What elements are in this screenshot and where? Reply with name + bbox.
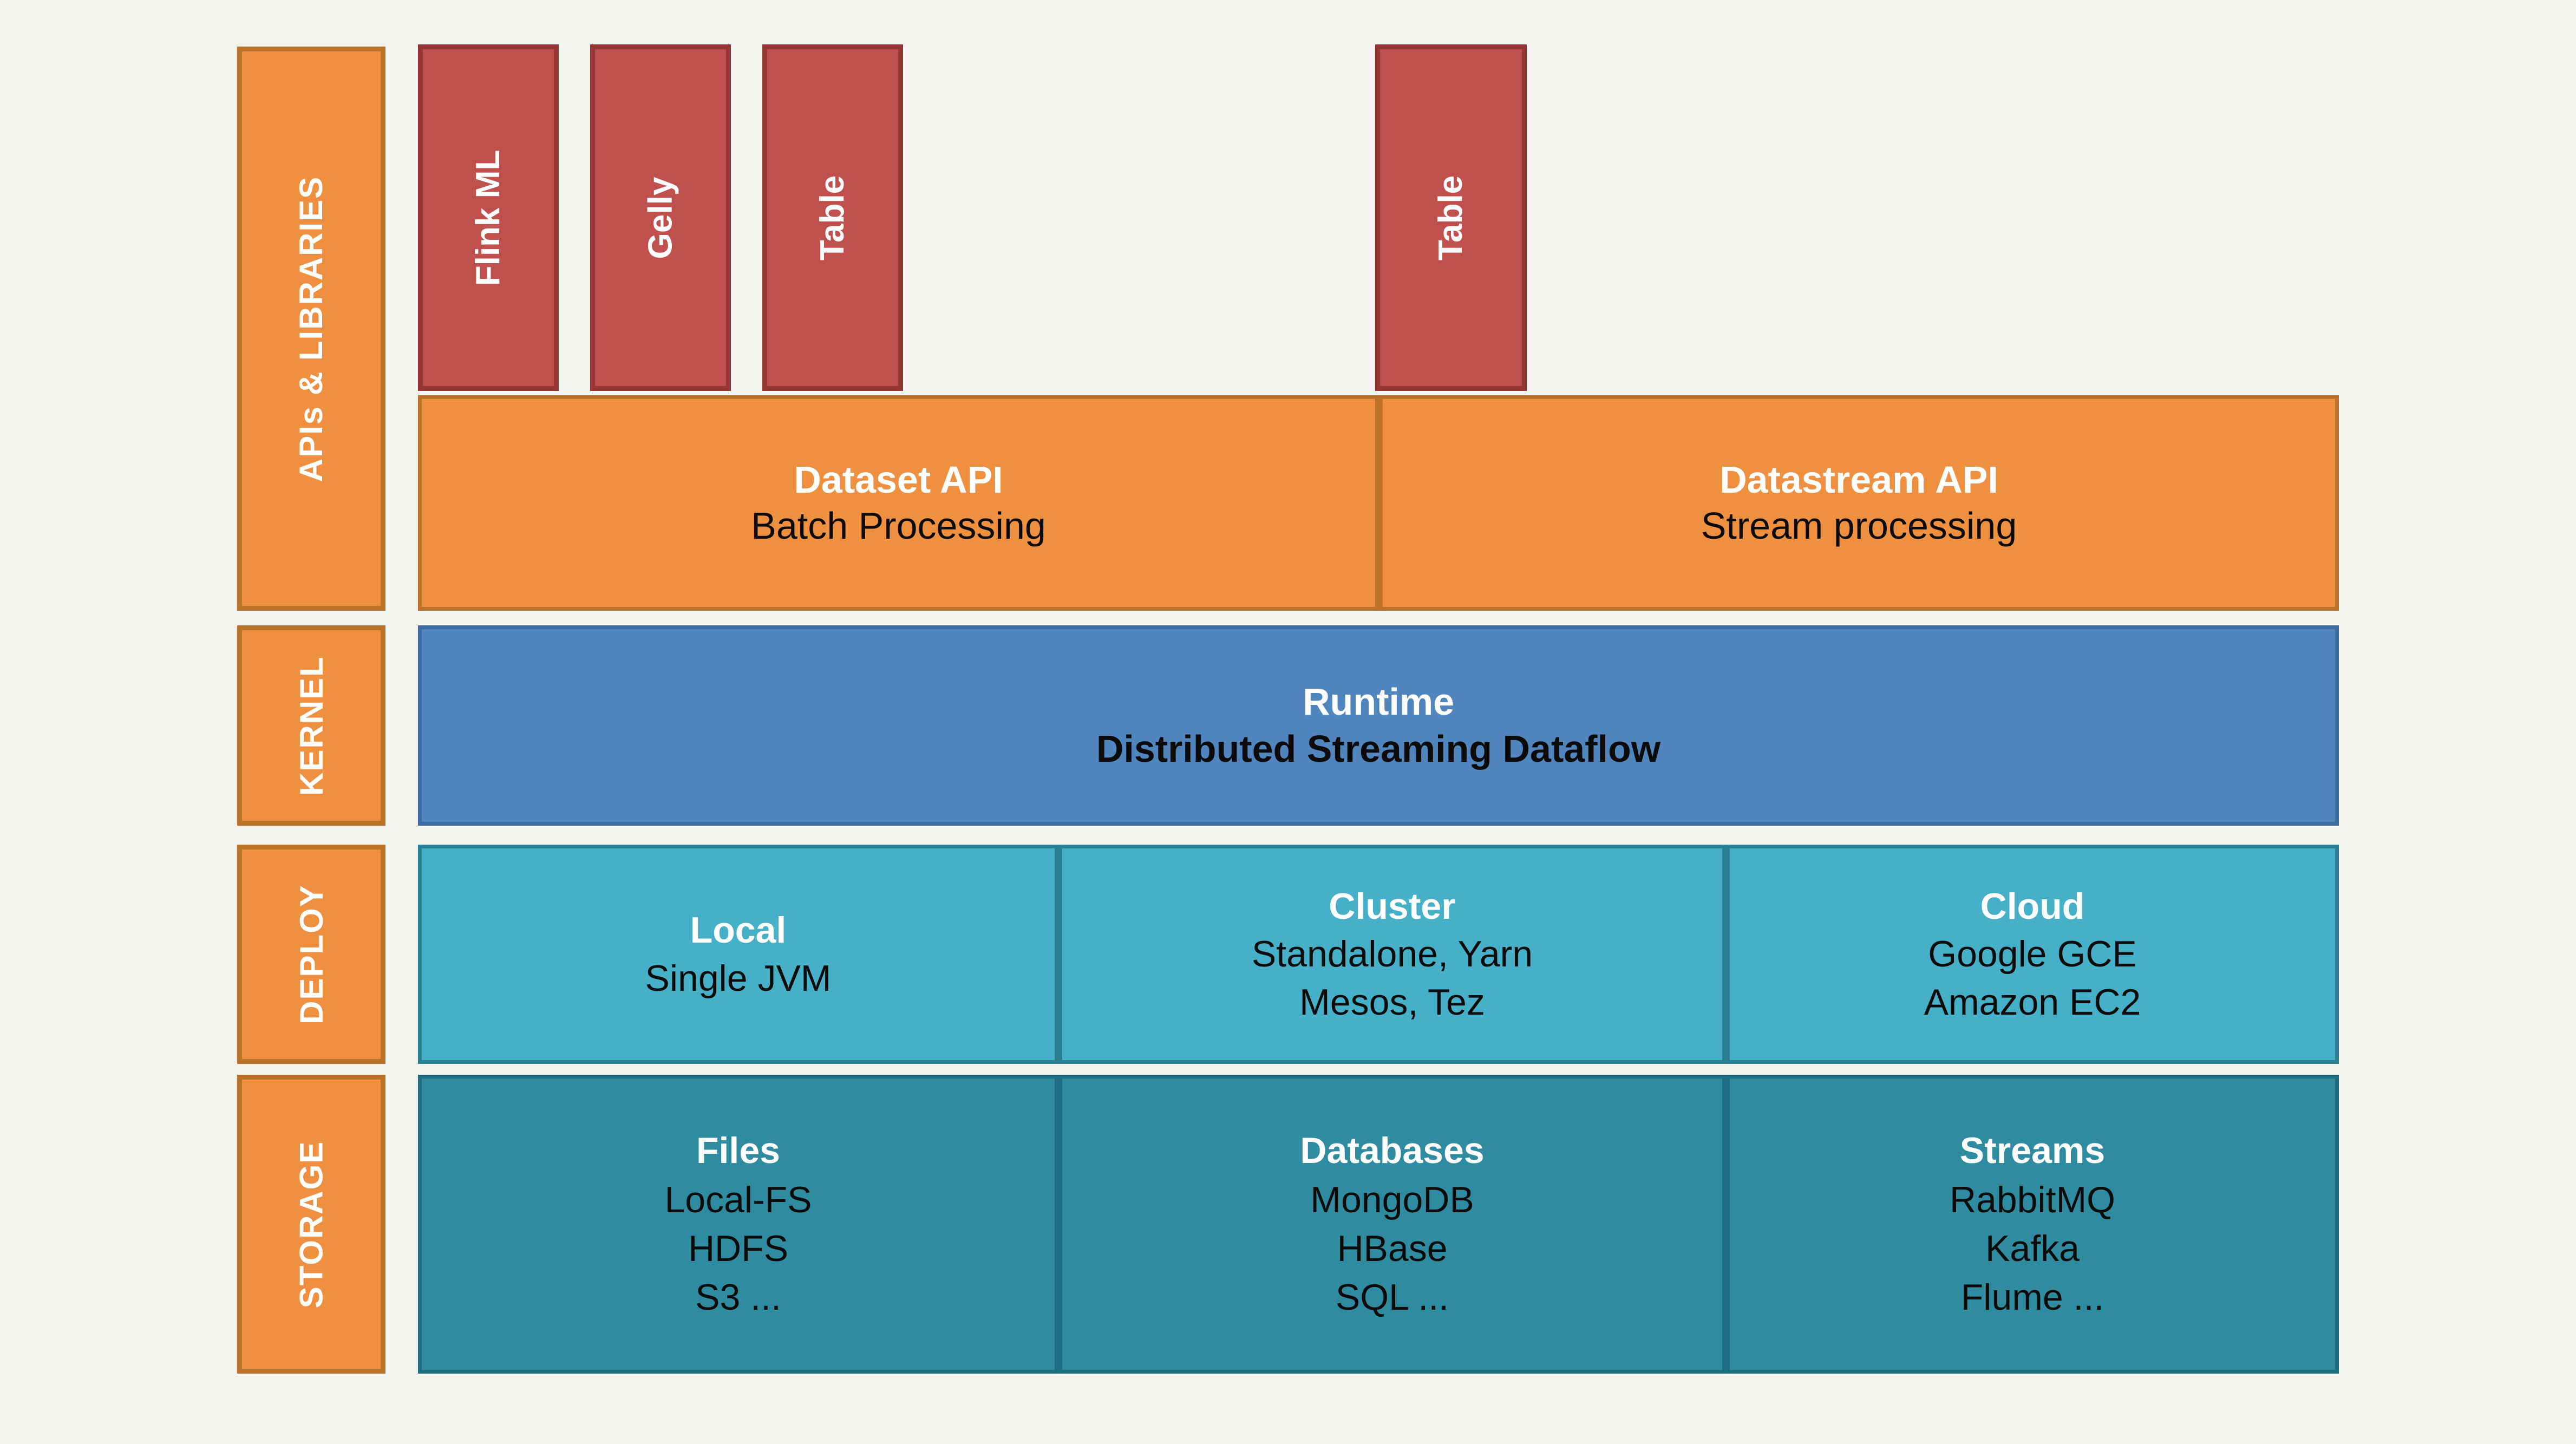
kernel-runtime-title: Runtime — [1303, 680, 1454, 723]
storage-cell-databases-line-3: SQL ... — [1335, 1277, 1449, 1318]
deploy-cell-cluster[interactable]: Cluster Standalone, Yarn Mesos, Tez — [1058, 845, 1726, 1064]
deploy-cell-cluster-title: Cluster — [1329, 885, 1456, 927]
kernel-runtime-subtitle: Distributed Streaming Dataflow — [1096, 728, 1661, 770]
layer-label-deploy-text: DEPLOY — [293, 884, 330, 1024]
layer-label-kernel: KERNEL — [237, 625, 385, 826]
storage-cell-streams-title: Streams — [1959, 1130, 2106, 1172]
storage-cell-files-line-3: S3 ... — [695, 1277, 781, 1318]
deploy-cell-cluster-line-2: Mesos, Tez — [1299, 981, 1485, 1023]
api-band-datastream[interactable]: Datastream API Stream processing — [1379, 395, 2339, 611]
library-chip-gelly-label: Gelly — [642, 177, 679, 259]
deploy-cell-local-line-1: Single JVM — [645, 957, 832, 999]
storage-cell-databases[interactable]: Databases MongoDB HBase SQL ... — [1058, 1075, 1726, 1374]
layer-label-deploy: DEPLOY — [237, 845, 385, 1064]
storage-cell-files-line-1: Local-FS — [664, 1179, 812, 1220]
storage-cell-databases-line-1: MongoDB — [1310, 1179, 1474, 1220]
library-chip-flink-ml-label: Flink ML — [469, 149, 507, 286]
library-chip-table-stream-label: Table — [1432, 175, 1470, 260]
storage-cell-databases-title: Databases — [1300, 1130, 1485, 1172]
layer-label-kernel-text: KERNEL — [293, 655, 330, 796]
kernel-runtime-band[interactable]: Runtime Distributed Streaming Dataflow — [418, 625, 2339, 826]
api-band-datastream-title: Datastream API — [1719, 458, 1998, 501]
storage-cell-files[interactable]: Files Local-FS HDFS S3 ... — [418, 1075, 1058, 1374]
api-band-datastream-subtitle: Stream processing — [1701, 505, 2017, 547]
deploy-cell-cloud[interactable]: Cloud Google GCE Amazon EC2 — [1726, 845, 2339, 1064]
deploy-cell-cluster-line-1: Standalone, Yarn — [1251, 933, 1533, 975]
layer-label-apis-libraries-text: APIs & LIBRARIES — [293, 175, 330, 482]
storage-cell-streams-line-3: Flume ... — [1960, 1277, 2104, 1318]
library-chip-table-batch[interactable]: Table — [762, 44, 903, 391]
library-chip-table-batch-label: Table — [814, 175, 852, 260]
layer-label-storage-text: STORAGE — [293, 1140, 330, 1308]
storage-cell-streams-line-1: RabbitMQ — [1949, 1179, 2116, 1220]
library-chip-table-stream[interactable]: Table — [1375, 44, 1527, 391]
storage-cell-streams-line-2: Kafka — [1985, 1228, 2080, 1269]
library-chip-flink-ml[interactable]: Flink ML — [418, 44, 559, 391]
library-chip-gelly[interactable]: Gelly — [590, 44, 731, 391]
deploy-cell-local[interactable]: Local Single JVM — [418, 845, 1058, 1064]
api-band-dataset-subtitle: Batch Processing — [751, 505, 1046, 547]
api-band-dataset-title: Dataset API — [794, 458, 1003, 501]
deploy-cell-cloud-line-1: Google GCE — [1928, 933, 2137, 975]
deploy-cell-local-title: Local — [690, 910, 787, 951]
layer-label-storage: STORAGE — [237, 1075, 385, 1374]
deploy-cell-cloud-title: Cloud — [1980, 885, 2085, 927]
storage-cell-files-title: Files — [696, 1130, 780, 1172]
storage-cell-files-line-2: HDFS — [688, 1228, 789, 1269]
deploy-cell-cloud-line-2: Amazon EC2 — [1924, 981, 2141, 1023]
layer-label-apis-libraries: APIs & LIBRARIES — [237, 47, 385, 611]
storage-cell-streams[interactable]: Streams RabbitMQ Kafka Flume ... — [1726, 1075, 2339, 1374]
api-band-dataset[interactable]: Dataset API Batch Processing — [418, 395, 1379, 611]
storage-cell-databases-line-2: HBase — [1337, 1228, 1448, 1269]
